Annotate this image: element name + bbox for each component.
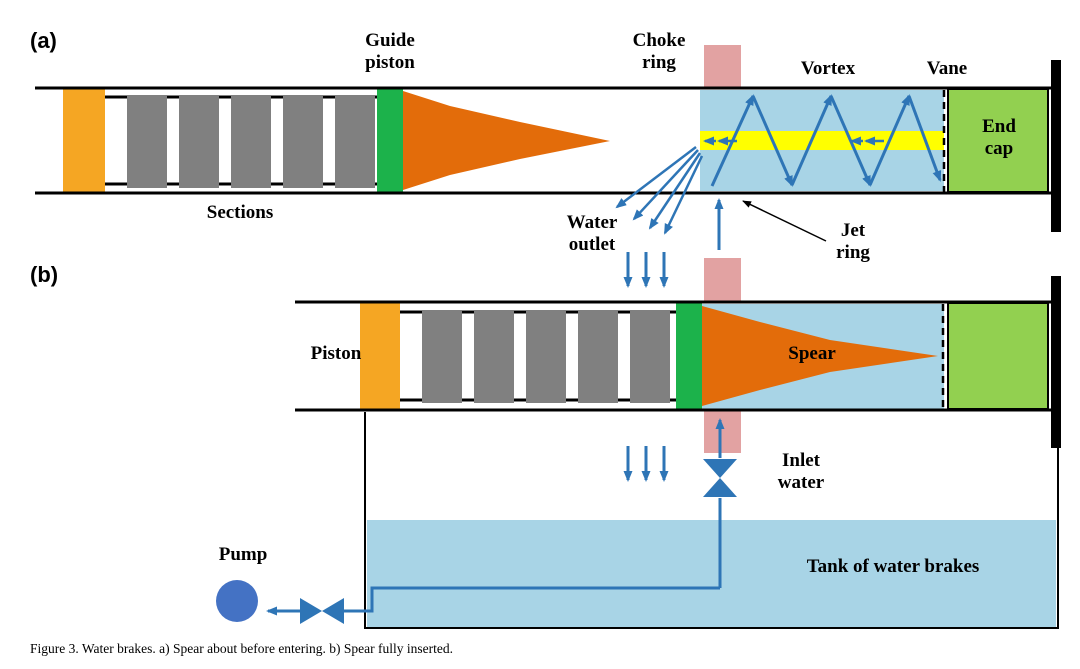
jet-ring-label: Jet ring: [836, 220, 870, 263]
outlet-down-arrows-a: [623, 252, 669, 288]
section-block: [474, 310, 514, 403]
water-outlet-arrows: [615, 146, 704, 235]
section-block: [335, 95, 375, 188]
section-block: [283, 95, 323, 188]
pump-valve: [300, 598, 344, 624]
section-block: [231, 95, 271, 188]
guide-piston-block-a: [377, 89, 403, 192]
vane-label: Vane: [926, 58, 968, 79]
guide-piston-label: Guide piston: [365, 30, 415, 73]
section-block: [630, 310, 670, 403]
section-block: [578, 310, 618, 403]
end-cap-b: [947, 302, 1049, 410]
mount-bar-a: [1051, 60, 1061, 232]
pump-circle: [216, 580, 258, 622]
piston-label: Piston: [310, 343, 362, 364]
inlet-water-label: Inlet water: [777, 450, 825, 493]
vortex-label: Vortex: [800, 58, 856, 79]
panel-b-label: (b): [30, 262, 59, 287]
mount-bar-b: [1051, 276, 1061, 448]
pump-piping: [266, 418, 725, 616]
tank-outline: [364, 412, 1059, 629]
jet-band-a: [700, 131, 944, 150]
choke-ring-label: Choke ring: [632, 30, 686, 73]
end-cap-a: [947, 88, 1049, 193]
end-cap-label: End cap: [982, 116, 1016, 159]
outlet-down-arrows-b: [623, 446, 669, 482]
spear-a: [403, 91, 610, 190]
spear-label: Spear: [788, 343, 836, 364]
pump-label: Pump: [218, 544, 268, 565]
section-block: [422, 310, 462, 403]
guide-piston-block-b: [676, 303, 702, 409]
piston-block-a: [63, 89, 105, 192]
water-outlet-label: Water outlet: [566, 212, 618, 255]
choke-ring-upper-b: [704, 258, 741, 301]
piston-block-b: [360, 303, 400, 409]
choke-ring-upper-a: [704, 45, 741, 89]
panel-a-label: (a): [30, 28, 57, 53]
section-block: [127, 95, 167, 188]
inlet-water-valve: [703, 459, 737, 497]
sections-label: Sections: [206, 202, 274, 223]
spear-b: [702, 306, 938, 406]
tank-label: Tank of water brakes: [806, 556, 980, 577]
section-block: [526, 310, 566, 403]
section-block: [179, 95, 219, 188]
jet-ring-pointer: [742, 200, 827, 242]
figure-caption: Figure 3. Water brakes. a) Spear about b…: [30, 641, 454, 656]
tank-water: [367, 520, 1056, 627]
choke-ring-lower-b: [704, 411, 741, 453]
